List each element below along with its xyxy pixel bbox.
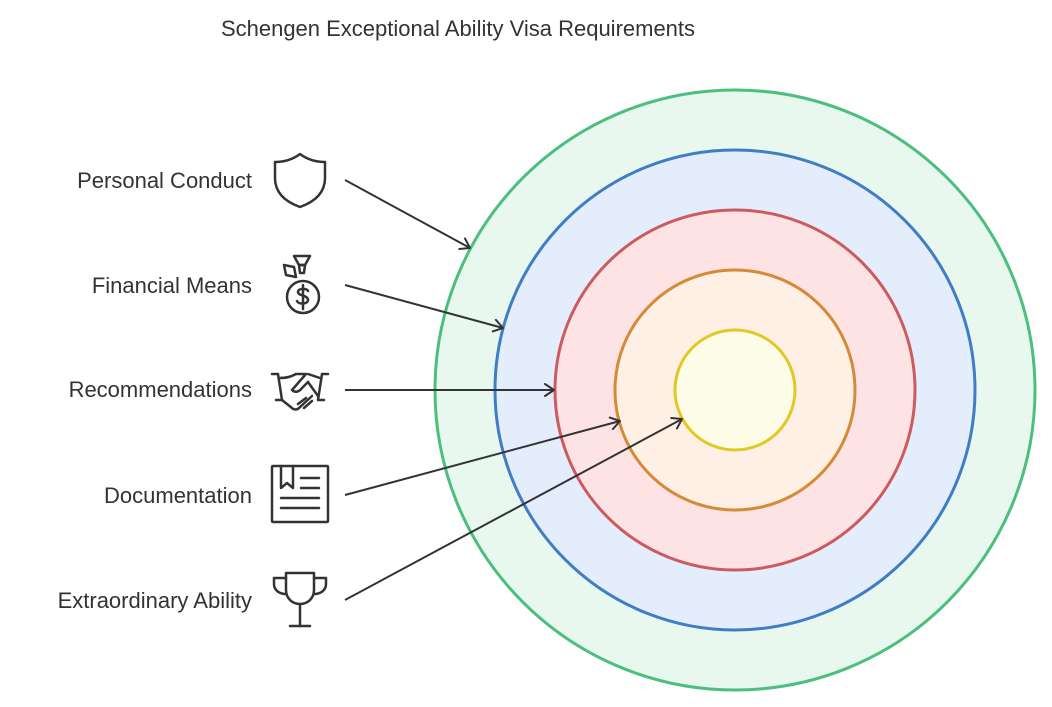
arrow-documentation bbox=[344, 416, 621, 496]
arrow-financial-means bbox=[344, 284, 504, 333]
label-documentation: Documentation bbox=[104, 483, 252, 508]
shield-icon bbox=[268, 148, 332, 212]
label-recommendations: Recommendations bbox=[68, 377, 252, 402]
handshake-icon bbox=[268, 358, 332, 422]
inner-ring bbox=[673, 328, 797, 452]
document-icon bbox=[268, 462, 332, 526]
arrow-personal-conduct bbox=[344, 179, 471, 250]
label-financial-means: Financial Means bbox=[91, 273, 252, 298]
arrow-extraordinary-ability bbox=[344, 416, 683, 601]
label-personal-conduct: Personal Conduct bbox=[77, 168, 252, 193]
diagram-title: Schengen Exceptional Ability Visa Requir… bbox=[220, 16, 696, 41]
money-bag-icon bbox=[270, 253, 334, 317]
trophy-icon bbox=[268, 568, 332, 632]
label-extraordinary-ability: Extraordinary Ability bbox=[57, 588, 252, 613]
